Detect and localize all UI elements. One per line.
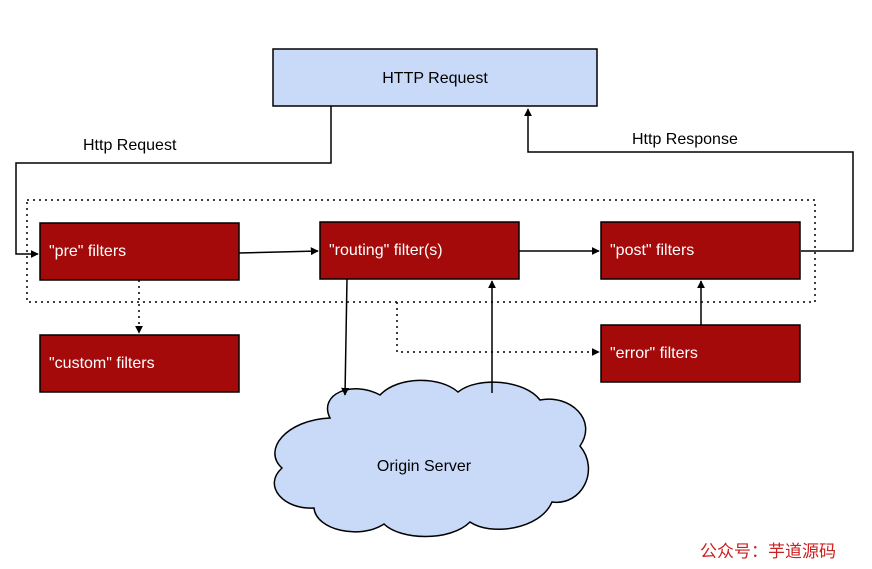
routing-to-origin-arrow — [341, 278, 350, 396]
post-filters-label: "post" filters — [610, 242, 694, 259]
http-request-node: HTTP Request — [272, 48, 598, 107]
http-response-arrow — [524, 108, 854, 252]
routing-to-error-arrow — [396, 302, 600, 356]
http-request-edge-label: Http Request — [83, 137, 177, 154]
routing-filters-node: "routing" filter(s) — [319, 221, 520, 280]
http-request-arrow — [15, 106, 332, 258]
custom-filters-label: "custom" filters — [49, 355, 155, 372]
pre-filters-label: "pre" filters — [49, 243, 126, 260]
http-response-edge-label: Http Response — [632, 131, 738, 148]
watermark-text: 公众号：芋道源码 — [700, 542, 836, 562]
origin-server-label: Origin Server — [377, 458, 472, 475]
filter-pipeline-container — [26, 199, 816, 303]
post-filters-node: "post" filters — [600, 221, 801, 280]
origin-server-cloud: Origin Server — [273, 379, 590, 538]
pre-filters-node: "pre" filters — [39, 222, 240, 281]
routing-filters-label: "routing" filter(s) — [329, 242, 443, 259]
http-request-node-label: HTTP Request — [382, 70, 488, 87]
error-filters-node: "error" filters — [600, 324, 801, 383]
error-filters-label: "error" filters — [610, 345, 698, 362]
custom-filters-node: "custom" filters — [39, 334, 240, 393]
pre-to-routing-arrow — [238, 247, 319, 256]
